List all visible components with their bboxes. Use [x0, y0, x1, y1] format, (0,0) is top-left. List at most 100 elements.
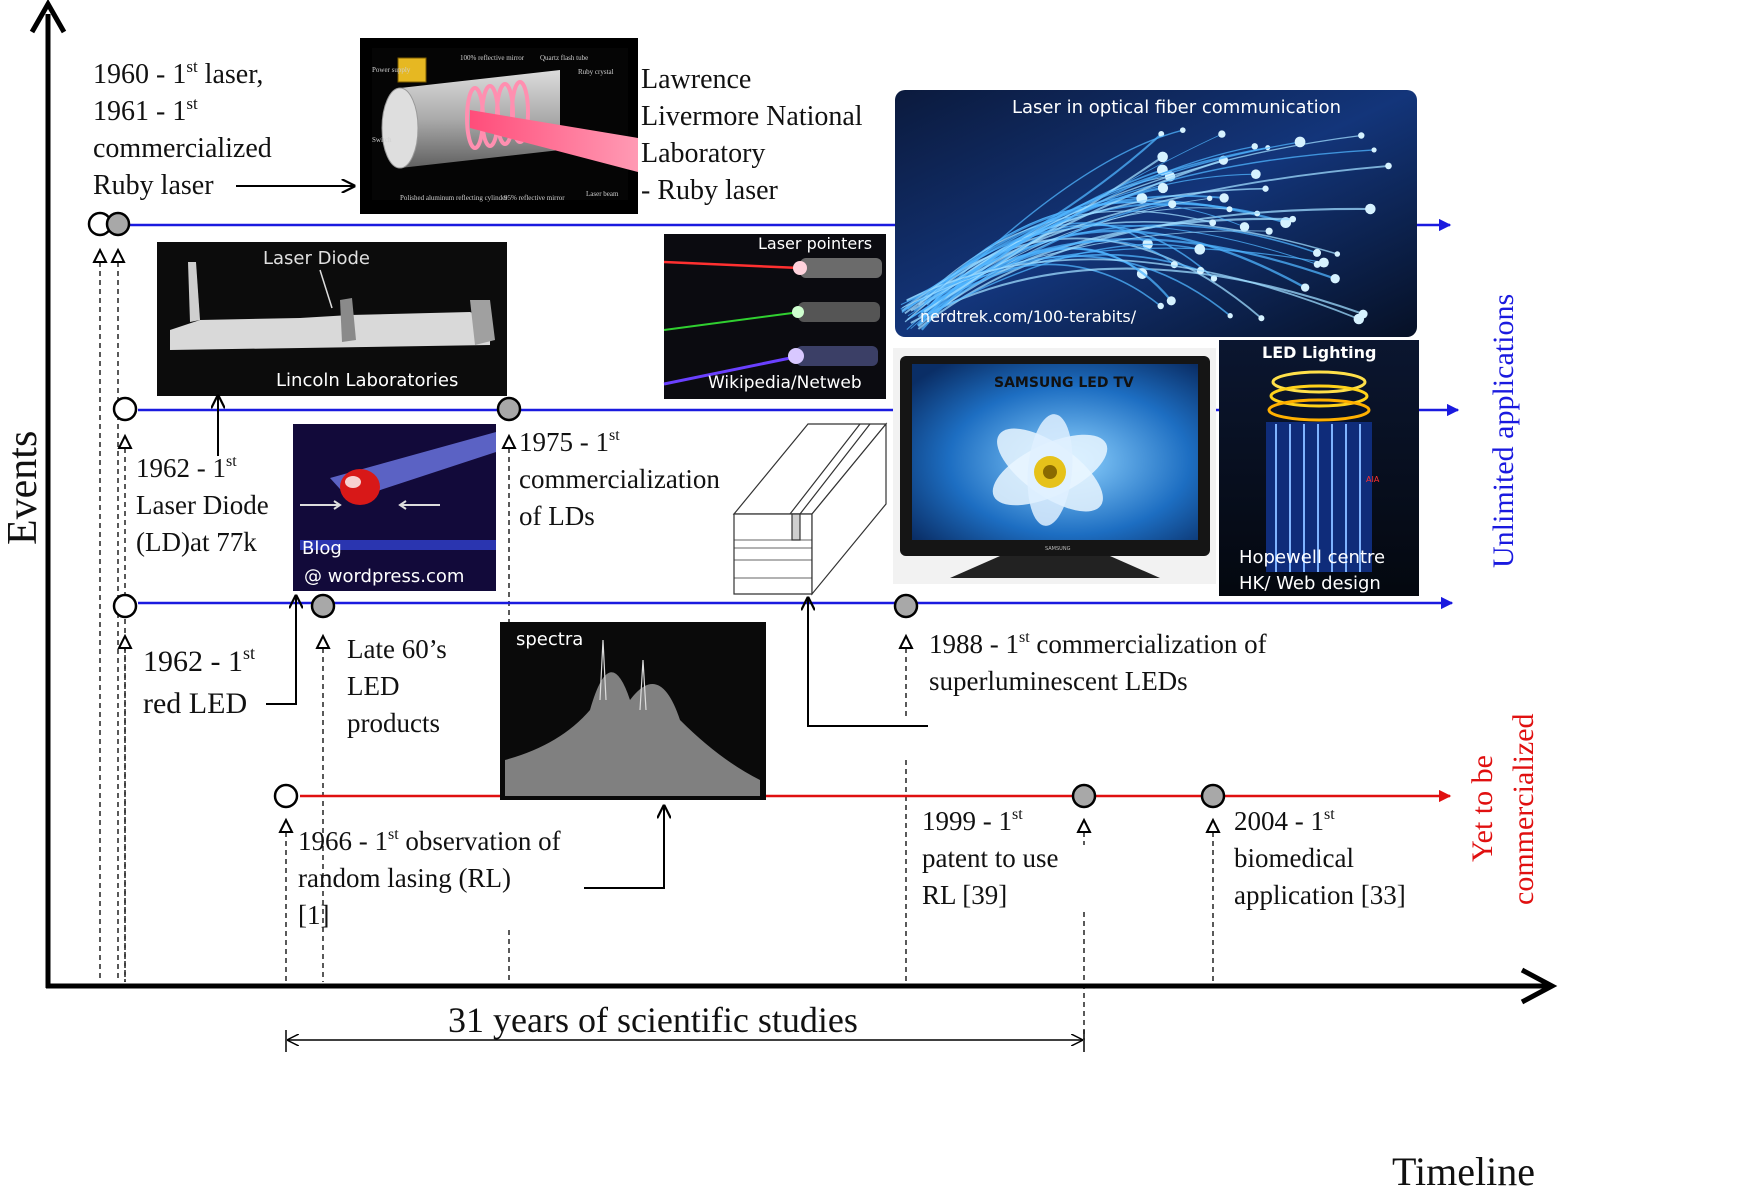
fiber-strand [913, 263, 1162, 312]
span-dimension: 31 years of scientific studies [285, 1000, 1085, 1052]
y-axis-arrowhead [29, 0, 67, 34]
tower-rings [1266, 370, 1372, 572]
fiber-tip [1353, 313, 1365, 325]
rl-observation-label: 1966 - 1st observation of random lasing … [298, 826, 561, 930]
fiber-tip [1210, 275, 1218, 282]
rl-patent-label: 1999 - 1st patent to use RL [39] [922, 806, 1058, 910]
spectra-label: spectra [516, 629, 583, 650]
svg-text:1962 - 1st: 1962 - 1st [143, 643, 255, 678]
tv-brand: SAMSUNG [1045, 546, 1071, 552]
fiber-tip [1318, 257, 1329, 268]
flower-icon [992, 414, 1108, 526]
fiber-strand [906, 258, 1360, 320]
event-marker-first-ld [112, 396, 138, 422]
fiber-tip [1157, 302, 1164, 310]
fiber-strand [923, 224, 1318, 305]
fiber-strand [923, 156, 1164, 313]
ruby-part-label: Laser beam [586, 190, 619, 198]
ruby-part-label: Polished aluminum reflecting cylinder [400, 194, 508, 202]
led-tv-image: SAMSUNG LED TV SAMSUNG [893, 348, 1216, 584]
fiber-tip [1258, 315, 1265, 322]
svg-text:Late 60’s: Late 60’s [347, 634, 447, 664]
svg-text:Laser Diode: Laser Diode [136, 490, 269, 520]
sled-chip-image [732, 422, 888, 596]
ruby-image-caption: Lawrence Livermore National Laboratory -… [641, 64, 863, 206]
lighting-credit-line1: Hopewell centre [1239, 547, 1385, 568]
fiber-tip [1219, 193, 1229, 203]
svg-text:Ruby laser: Ruby laser [93, 170, 214, 201]
red-led-image: Blog @ wordpress.com [293, 424, 496, 591]
fiber-tip [1358, 132, 1365, 139]
svg-text:superluminescent LEDs: superluminescent LEDs [929, 666, 1188, 696]
ruby-part-label: 100% reflective mirror [460, 54, 525, 62]
fiber-strand [917, 145, 1255, 327]
ruby-part-label: 95% reflective mirror [504, 194, 565, 202]
svg-text:1960 - 1st laser,: 1960 - 1st laser, [93, 57, 263, 90]
fiber-tip [1334, 251, 1341, 257]
fiber-tip [1227, 313, 1233, 319]
lighting-title: LED Lighting [1262, 343, 1376, 362]
ld-event-label: 1962 - 1st Laser Diode (LD)at 77k [136, 453, 269, 557]
svg-text:red LED: red LED [143, 687, 247, 720]
fiber-tip [1251, 169, 1261, 180]
ld-commercial-label: 1975 - 1st commercialization of LDs [519, 427, 720, 531]
fiber-tip [1330, 273, 1340, 284]
svg-text:1966 - 1st observation of: 1966 - 1st observation of [298, 826, 561, 856]
ruby-part-label: Quartz flash tube [540, 54, 588, 62]
led-products-label: Late 60’s LED products [347, 634, 447, 738]
fiber-tip [1265, 227, 1273, 235]
event-markers [87, 211, 1226, 809]
svg-text:(LD)at 77k: (LD)at 77k [136, 527, 257, 557]
fiber-tip [1262, 185, 1269, 192]
fiber-tip [1365, 203, 1376, 215]
fiber-tip [1239, 222, 1250, 232]
optical-fiber-image: Laser in optical fiber communication ner… [895, 90, 1417, 337]
svg-text:1962 - 1st: 1962 - 1st [136, 453, 237, 483]
svg-text:1961 - 1st: 1961 - 1st [93, 94, 198, 127]
pointer-triangles [92, 247, 1221, 833]
fiber-tip [1168, 200, 1177, 209]
fiber-credit: nerdtrek.com/100-terabits/ [920, 307, 1137, 326]
svg-text:Laboratory: Laboratory [641, 138, 765, 169]
spectra-image: spectra [500, 622, 766, 800]
event-marker-ld-commercial [496, 396, 522, 422]
fiber-strands [900, 127, 1392, 331]
svg-text:application [33]: application [33] [1234, 880, 1406, 910]
fiber-tip [1313, 260, 1321, 268]
laser-diode-image: Laser Diode Lincoln Laboratories [157, 242, 507, 396]
power-supply-icon [397, 57, 427, 83]
fiber-tip [1218, 130, 1226, 138]
blog-credit-line2: @ wordpress.com [304, 566, 464, 587]
laser-pointers-title: Laser pointers [758, 234, 872, 253]
y-axis-label: Events [0, 431, 46, 545]
laser-diode-credit: Lincoln Laboratories [276, 370, 458, 391]
fiber-tip [1226, 206, 1233, 213]
fiber-tip [1300, 283, 1310, 292]
fiber-tip [1206, 195, 1213, 201]
event-marker-rl-patent [1071, 783, 1097, 809]
fiber-tip [1294, 136, 1306, 148]
event-marker-rl-observation [273, 783, 299, 809]
led-event-label: 1962 - 1st red LED [143, 643, 255, 720]
axes: Events Timeline [0, 0, 1558, 1192]
svg-text:1999 - 1st: 1999 - 1st [922, 806, 1023, 836]
fiber-tip [1371, 147, 1377, 153]
blog-credit-line1: Blog [302, 538, 342, 559]
svg-text:Lawrence: Lawrence [641, 64, 751, 95]
fiber-strand [900, 141, 1301, 310]
laser-diode-title: Laser Diode [263, 248, 370, 269]
fiber-tip [1251, 143, 1258, 150]
svg-text:RL [39]: RL [39] [922, 880, 1007, 910]
tv-title: SAMSUNG LED TV [994, 375, 1134, 391]
event-marker-rl-biomedical [1200, 783, 1226, 809]
svg-text:1988 - 1st commercialization o: 1988 - 1st commercialization of [929, 629, 1267, 659]
fiber-strand [917, 187, 1266, 306]
yet-to-be-label: Yet to be [1466, 755, 1499, 862]
event-marker-first-led [112, 593, 138, 619]
svg-text:random lasing (RL): random lasing (RL) [298, 863, 511, 893]
svg-text:biomedical: biomedical [1234, 843, 1354, 873]
svg-text:commercialized: commercialized [93, 133, 272, 164]
fiber-strand [902, 230, 1270, 309]
event-marker-led-products [310, 593, 336, 619]
event-marker-sled [893, 593, 919, 619]
